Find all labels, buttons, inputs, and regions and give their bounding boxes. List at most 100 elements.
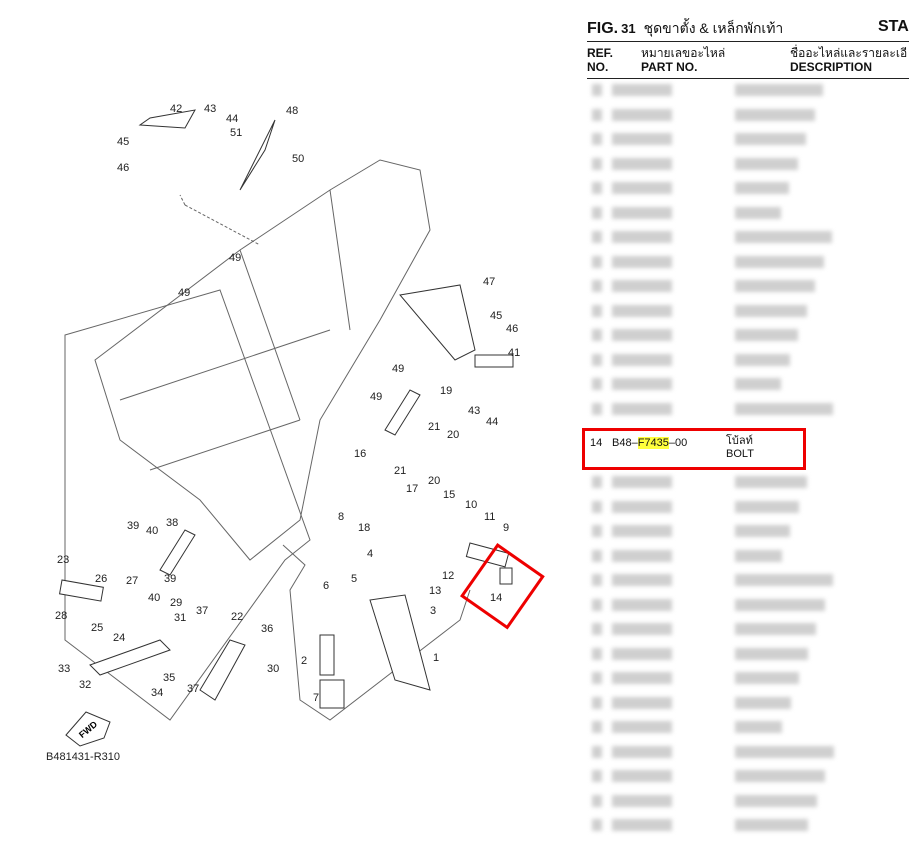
redacted-cell (592, 549, 602, 562)
redacted-cell (735, 353, 790, 366)
callout-40: 40 (146, 525, 158, 537)
callout-32: 32 (79, 679, 91, 691)
callout-21: 21 (428, 421, 440, 433)
redacted-cell (735, 304, 807, 317)
rear-bracket-left (239, 119, 276, 191)
callout-49: 49 (178, 287, 190, 299)
sidestand-group-outline (282, 544, 471, 721)
redacted-cell (592, 182, 602, 194)
callout-1: 1 (433, 652, 439, 664)
callout-13: 13 (429, 585, 441, 597)
callout-22: 22 (231, 611, 243, 623)
callout-2: 2 (301, 655, 307, 667)
redacted-cell (592, 525, 602, 537)
redacted-cell (612, 304, 672, 317)
callout-14: 14 (490, 592, 502, 604)
redacted-cell (592, 255, 602, 268)
front-footrest-left (58, 579, 104, 602)
redacted-cell (612, 696, 672, 709)
sidestand-spring (319, 634, 335, 676)
redacted-cell (735, 84, 823, 96)
callout-49: 49 (392, 363, 404, 375)
redacted-cell (612, 500, 672, 513)
col-ref: REF.NO. (587, 46, 613, 74)
bolt-14 (499, 567, 513, 585)
callout-7: 7 (313, 692, 319, 704)
redacted-cell (612, 794, 672, 807)
redacted-cell (592, 819, 602, 831)
spring-cover (319, 679, 345, 709)
brake-pedal (199, 639, 246, 701)
callout-36: 36 (261, 623, 273, 635)
callout-44: 44 (226, 113, 238, 125)
rear-bracket-right (399, 284, 476, 361)
redacted-cell (592, 280, 602, 292)
redacted-cell (735, 721, 782, 733)
shift-lever (89, 639, 171, 676)
redacted-cell (735, 255, 824, 268)
redacted-cell (592, 476, 602, 488)
callout-9: 9 (503, 522, 509, 534)
callout-19: 19 (440, 385, 452, 397)
redacted-cell (592, 329, 602, 341)
redacted-cell (735, 378, 781, 390)
redacted-cell (612, 672, 672, 684)
desc-thai: โบ้ลท์ (726, 435, 753, 447)
callout-4: 4 (367, 548, 373, 560)
callout-45: 45 (490, 310, 502, 322)
redacted-cell (612, 231, 672, 243)
redacted-cell (612, 525, 672, 537)
callout-33: 33 (58, 663, 70, 675)
redacted-cell (612, 84, 672, 96)
callout-20: 20 (447, 429, 459, 441)
redacted-cell (735, 329, 798, 341)
callout-12: 12 (442, 570, 454, 582)
redacted-cell (612, 182, 672, 194)
redacted-cell (592, 745, 602, 758)
redacted-cell (735, 549, 782, 562)
redacted-cell (612, 819, 672, 831)
part-highlight: F7435 (637, 437, 669, 449)
redacted-cell (612, 647, 672, 660)
callout-43: 43 (468, 405, 480, 417)
diagram-code: B481431-R310 (46, 751, 121, 763)
redacted-cell (735, 647, 808, 660)
callout-47: 47 (483, 276, 495, 288)
callout-24: 24 (113, 632, 125, 644)
callout-39: 39 (127, 520, 139, 532)
redacted-cell (592, 133, 602, 145)
redacted-cell (592, 696, 602, 709)
row-ref: 14 (590, 437, 603, 449)
sidestand (369, 594, 431, 691)
redacted-cell (612, 108, 672, 121)
redacted-cell (592, 770, 602, 782)
title-thai: ชุดขาตั้ง & เหล็กพักเท้า (643, 20, 784, 36)
rear-footrest-left (138, 109, 196, 129)
callout-40: 40 (148, 592, 160, 604)
redacted-cell (612, 329, 672, 341)
callout-10: 10 (465, 499, 477, 511)
callout-49: 49 (370, 391, 382, 403)
redacted-cell (735, 696, 791, 709)
title-english: STAI (878, 18, 909, 35)
redacted-cell (592, 574, 602, 586)
callout-37: 37 (187, 683, 199, 695)
callout-28: 28 (55, 610, 67, 622)
redacted-cell (735, 231, 832, 243)
redacted-cell (735, 672, 799, 684)
redacted-cell (735, 157, 798, 170)
redacted-cell (735, 574, 833, 586)
redacted-cell (592, 794, 602, 807)
callout-37: 37 (196, 605, 208, 617)
redacted-cell (592, 500, 602, 513)
redacted-cell (592, 672, 602, 684)
redacted-cell (735, 794, 817, 807)
callout-5: 5 (351, 573, 357, 585)
header-divider (587, 41, 909, 42)
redacted-cell (735, 525, 790, 537)
redacted-cell (735, 280, 815, 292)
redacted-cell (612, 402, 672, 415)
col-part-en: PART NO. (641, 60, 698, 74)
front-bracket-right (384, 389, 421, 436)
